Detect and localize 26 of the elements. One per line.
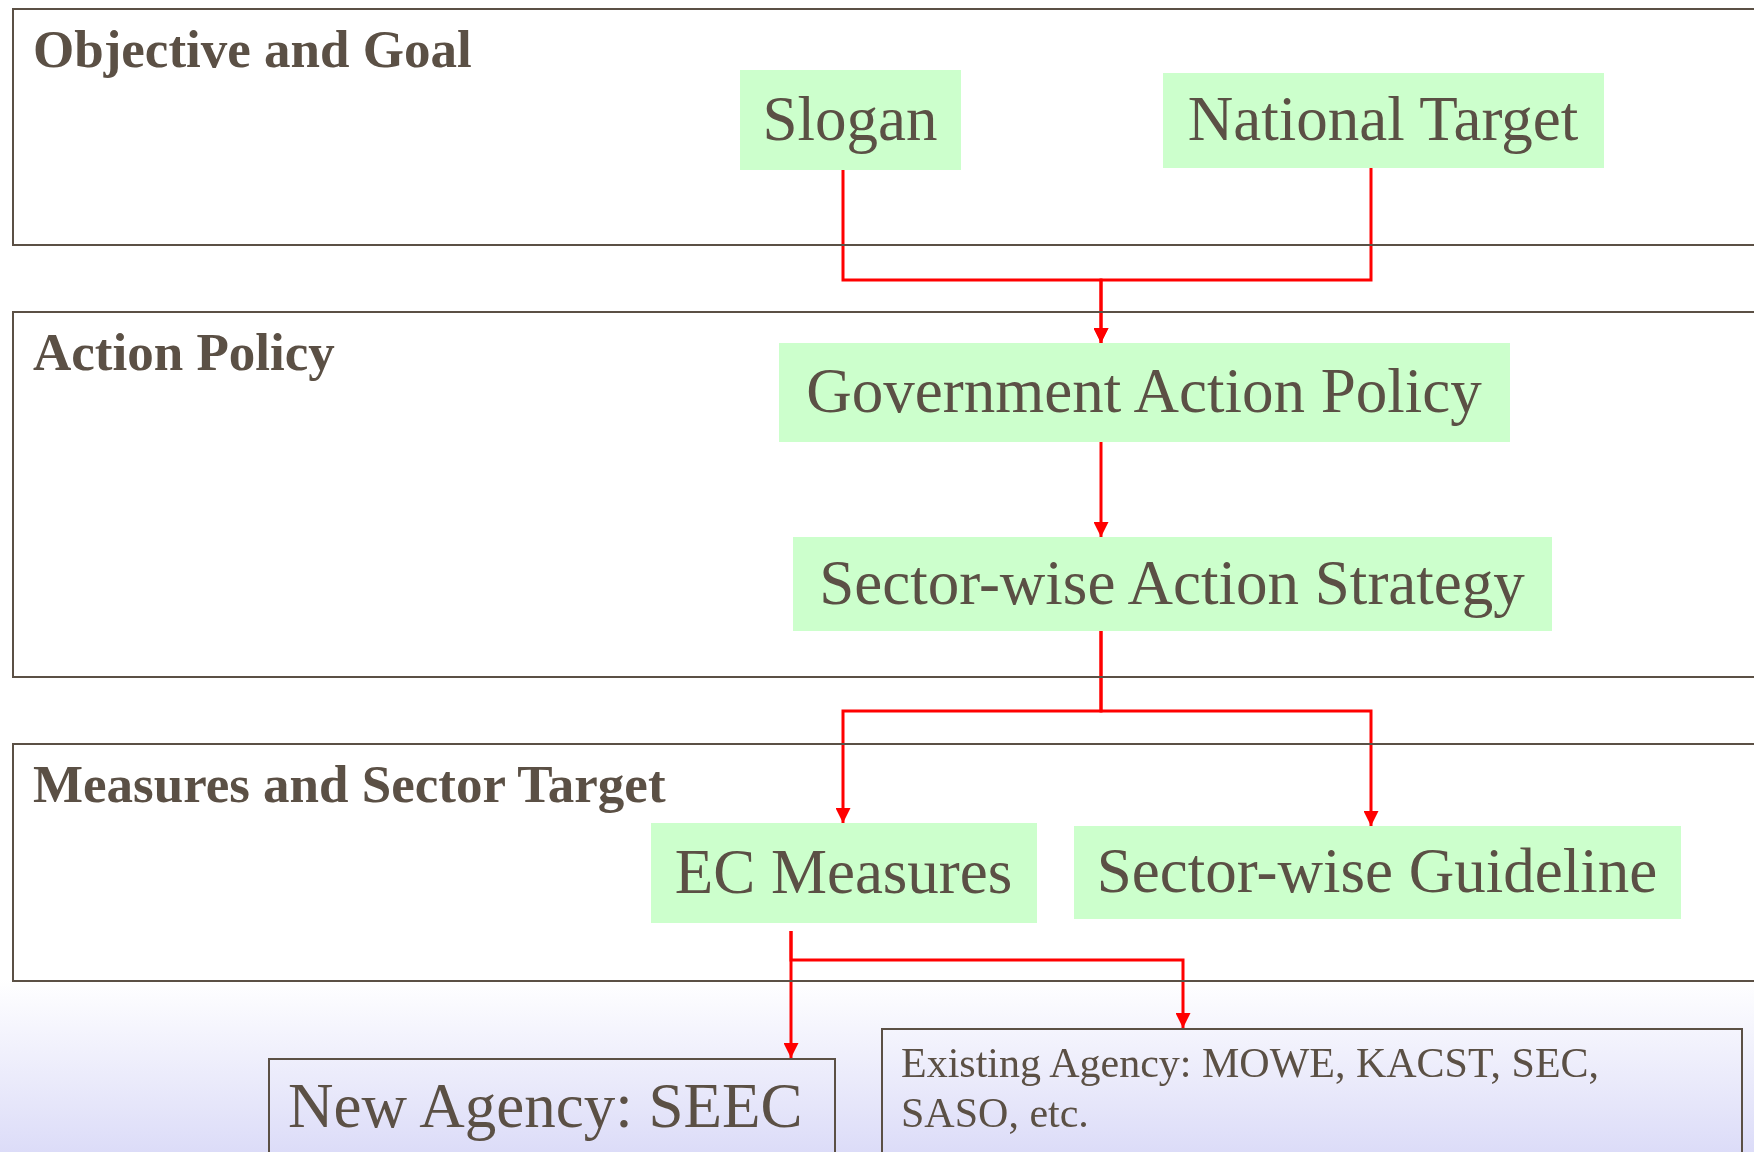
- box-label: National Target: [1187, 85, 1579, 155]
- agency-box: [268, 1058, 836, 1152]
- section-heading: Objective and Goal: [33, 19, 472, 80]
- process-box: [739, 69, 961, 170]
- connector-arrow: [1093, 168, 1373, 343]
- section-heading: Measures and Sector Target: [33, 754, 666, 815]
- process-box: [650, 822, 1037, 923]
- section-panel: [12, 8, 1754, 246]
- box-label: Sector-wise Action Strategy: [819, 548, 1525, 619]
- box-label: New Agency: SEEC: [288, 1072, 803, 1142]
- process-box: [1162, 72, 1604, 168]
- box-label: EC Measures: [674, 837, 1013, 908]
- connector-arrow: [1093, 442, 1109, 537]
- process-box: [792, 536, 1552, 631]
- agency-box: [881, 1028, 1743, 1152]
- process-box: [778, 342, 1510, 442]
- box-label: Slogan: [762, 84, 938, 155]
- section-panel: [12, 743, 1754, 982]
- box-label: Government Action Policy: [806, 357, 1482, 427]
- box-label: Existing Agency: MOWE, KACST, SEC, SASO, etc.: [901, 1039, 1601, 1139]
- section-panel: [12, 311, 1754, 678]
- box-label: Sector-wise Guideline: [1096, 837, 1658, 907]
- process-box: [1073, 825, 1681, 919]
- connector-arrow: [789, 931, 1191, 1028]
- connector-arrow: [1099, 631, 1379, 826]
- section-heading: Action Policy: [33, 322, 335, 383]
